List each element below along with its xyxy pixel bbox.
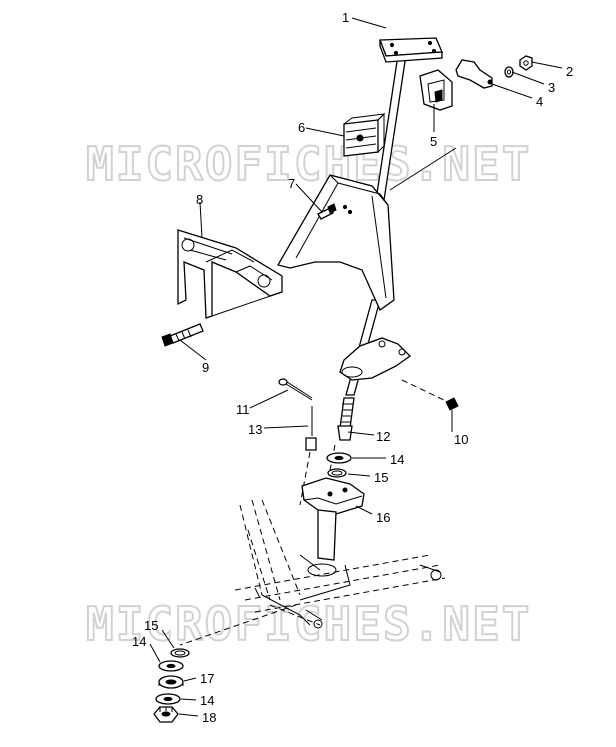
callout-3: 3 (548, 80, 555, 95)
lower-hardware-axis (179, 604, 297, 646)
frame-outline (234, 499, 446, 629)
callout-8: 8 (196, 192, 203, 207)
part-15-o-ring-lower (170, 648, 190, 658)
callout-18: 18 (202, 710, 216, 725)
callout-labels: 1 2 3 4 5 6 7 8 9 10 11 13 12 14 15 16 1… (132, 10, 573, 725)
callout-7: 7 (288, 176, 295, 191)
watermark-bottom: MICROFICHES.NET (86, 597, 531, 651)
steering-support-bracket (277, 174, 395, 311)
part-2-nut (519, 55, 533, 71)
part-7-bolt (317, 203, 337, 220)
callout-16: 16 (376, 510, 390, 525)
part-9-bolt (161, 323, 204, 347)
callout-11: 11 (236, 402, 250, 417)
callout-5: 5 (430, 134, 437, 149)
part-6-bushing-block (343, 112, 386, 157)
callout-17: 17 (200, 671, 214, 686)
watermark-top: MICROFICHES.NET (86, 137, 531, 191)
part-3-washer (504, 66, 514, 78)
callout-9: 9 (202, 360, 209, 375)
callout-14-lower: 14 (200, 693, 214, 708)
part-14-washer-middle (158, 660, 184, 672)
part-13-pin (305, 406, 317, 451)
callout-12: 12 (376, 429, 390, 444)
part-17-bushing (158, 675, 184, 689)
callout-13: 13 (248, 422, 262, 437)
part-18-castle-nut (153, 706, 179, 723)
callout-14-middle: 14 (132, 634, 146, 649)
part-12-shaft-end (337, 397, 355, 441)
part-8-dash-bracket (177, 229, 283, 319)
part-5-clamp-half (419, 69, 453, 111)
callout-1: 1 (342, 10, 349, 25)
callout-15-upper: 15 (374, 470, 388, 485)
callout-4: 4 (536, 94, 543, 109)
part-16-steering-arm (301, 477, 365, 561)
callout-10: 10 (454, 432, 468, 447)
part-11-cotter-pin (278, 378, 313, 401)
callout-2: 2 (566, 64, 573, 79)
shaft-bracket-plate (339, 337, 412, 381)
part-10-clip (445, 397, 459, 411)
part-14-washer-upper (326, 452, 352, 464)
leader-lines (149, 17, 563, 717)
callout-15-lower: 15 (144, 618, 158, 633)
part-14-washer-lower (155, 693, 181, 705)
part-15-o-ring-upper (327, 468, 347, 478)
part-4-clamp-strap (455, 59, 493, 89)
callout-6: 6 (298, 120, 305, 135)
callout-14-upper: 14 (390, 452, 404, 467)
